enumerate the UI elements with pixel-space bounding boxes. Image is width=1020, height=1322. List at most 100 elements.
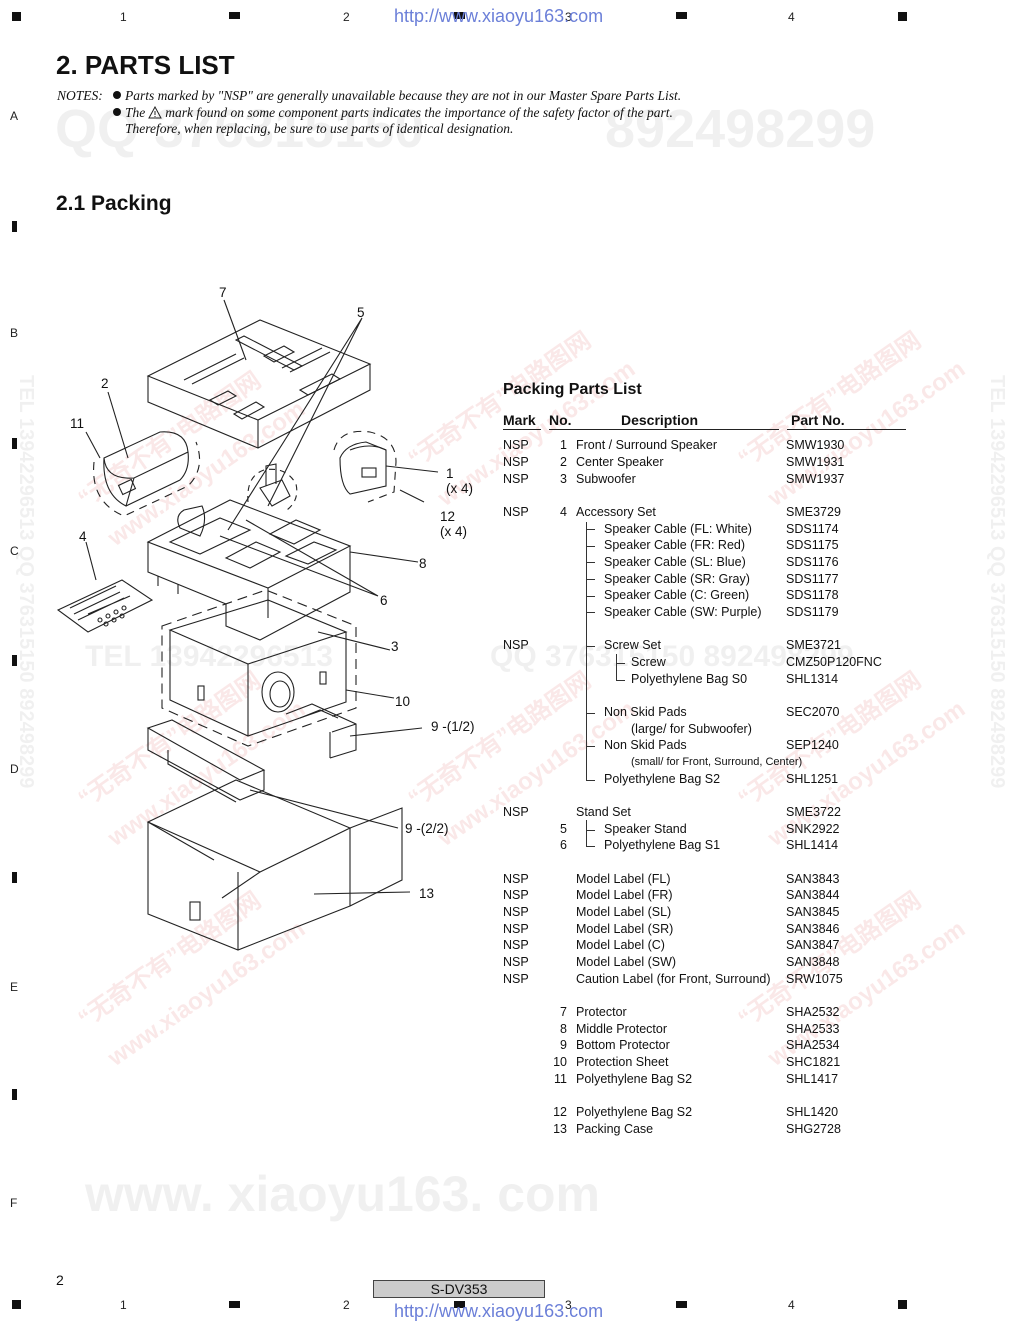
table-row: (small/ for Front, Surround, Center) xyxy=(503,756,923,773)
cell-no: 13 xyxy=(553,1122,567,1136)
cell-part-no: SEC2070 xyxy=(786,705,840,719)
cell-description: Non Skid Pads xyxy=(604,738,687,752)
packing-exploded-diagram xyxy=(56,299,439,951)
cell-no: 11 xyxy=(554,1072,567,1086)
grid-marker xyxy=(454,12,465,19)
cell-description: Model Label (SW) xyxy=(576,955,677,969)
cell-part-no: SHG2728 xyxy=(786,1122,841,1136)
cell-part-no: SHL1251 xyxy=(786,772,839,786)
cell-mark: NSP xyxy=(503,438,529,452)
cell-description: Screw Set xyxy=(604,638,661,652)
side-letter-a: A xyxy=(10,109,19,123)
cell-no: 5 xyxy=(560,822,567,836)
cell-no: 6 xyxy=(560,838,567,852)
cell-description: Bottom Protector xyxy=(576,1038,670,1052)
grid-marker xyxy=(12,1300,21,1309)
cell-description: Speaker Cable (SR: Gray) xyxy=(604,572,750,586)
table-row: Speaker Cable (SR: Gray)SDS1177 xyxy=(503,572,923,589)
cell-no: 7 xyxy=(560,1005,567,1019)
tree-connector xyxy=(586,820,587,846)
cell-part-no: SDS1179 xyxy=(786,605,839,619)
cell-no: 4 xyxy=(560,505,567,519)
side-letter-e: E xyxy=(10,980,19,994)
cell-part-no: SHL1417 xyxy=(786,1072,839,1086)
cell-description: Speaker Cable (FL: White) xyxy=(604,522,752,536)
cell-description: Protector xyxy=(576,1005,627,1019)
callout-13: 13 xyxy=(419,886,435,901)
section-title: 2.1 Packing xyxy=(56,192,172,215)
cell-description: Subwoofer xyxy=(576,472,636,486)
note-line-1: Parts marked by "NSP" are generally unav… xyxy=(113,88,681,105)
tree-connector xyxy=(586,522,587,613)
cell-mark: NSP xyxy=(503,472,529,486)
grid-marker xyxy=(898,1300,907,1309)
watermark-www: www. xiaoyu163. com xyxy=(85,1166,601,1222)
side-marker xyxy=(12,438,17,449)
grid-number: 2 xyxy=(343,10,350,24)
cell-part-no: SHL1314 xyxy=(786,672,839,686)
callout-7: 7 xyxy=(219,285,227,300)
cell-part-no: SDS1174 xyxy=(786,522,839,536)
col-header-part-no: Part No. xyxy=(787,412,906,430)
table-row: 6 Polyethylene Bag S1 SHL1414 xyxy=(503,838,923,855)
side-letter-d: D xyxy=(10,762,19,776)
col-header-no-label: No. xyxy=(549,412,572,428)
cell-part-no: SAN3844 xyxy=(786,888,840,902)
cell-part-no: SHA2534 xyxy=(786,1038,840,1052)
parts-list-title: Packing Parts List xyxy=(503,381,642,398)
bullet-icon xyxy=(113,91,121,99)
cell-part-no: SHL1414 xyxy=(786,838,839,852)
grid-number: 4 xyxy=(788,1298,795,1312)
grid-marker xyxy=(229,1301,240,1308)
table-row: Speaker Cable (C: Green)SDS1178 xyxy=(503,588,923,605)
table-row: Speaker Cable (SL: Blue) SDS1176 xyxy=(503,555,923,572)
tree-tick xyxy=(586,846,595,847)
cell-part-no: SHL1420 xyxy=(786,1105,839,1119)
cell-part-no: SDS1176 xyxy=(786,555,839,569)
callout-5: 5 xyxy=(357,305,365,320)
col-header-description: Description xyxy=(621,412,699,428)
tree-tick xyxy=(586,646,595,647)
cell-description: Polyethylene Bag S1 xyxy=(604,838,721,852)
tree-tick xyxy=(586,562,595,563)
cell-part-no: SMW1931 xyxy=(786,455,845,469)
cell-part-no: SAN3845 xyxy=(786,905,840,919)
model-number: S-DV353 xyxy=(373,1280,545,1298)
callout-1: 1 xyxy=(446,466,454,481)
tree-tick xyxy=(586,746,595,747)
url-top[interactable]: http://www.xiaoyu163.com xyxy=(394,6,604,26)
callout-1-qty: (x 4) xyxy=(446,481,473,496)
callout-12-qty: (x 4) xyxy=(440,524,467,539)
cell-no: 1 xyxy=(560,438,567,452)
cell-part-no: SME3722 xyxy=(786,805,841,819)
cell-part-no: SNK2922 xyxy=(786,822,840,836)
cell-description: Model Label (FR) xyxy=(576,888,673,902)
protector-top xyxy=(146,319,372,421)
watermark-side-right: TEL 13942296513 QQ 376315150 892498299 xyxy=(986,375,1008,789)
cell-part-no: SMW1930 xyxy=(786,438,845,452)
cell-description: Speaker Cable (SL: Blue) xyxy=(604,555,746,569)
grid-number: 3 xyxy=(565,10,572,24)
note-text: The xyxy=(125,104,146,120)
url-bottom[interactable]: http://www.xiaoyu163.com xyxy=(394,1301,604,1321)
cell-description: Packing Case xyxy=(576,1122,654,1136)
cell-description: Non Skid Pads xyxy=(604,705,687,719)
cell-description: Speaker Cable (FR: Red) xyxy=(604,538,746,552)
note-line-3: Therefore, when replacing, be sure to us… xyxy=(125,121,514,136)
cell-mark: NSP xyxy=(503,955,529,969)
cell-no: 12 xyxy=(553,1105,567,1119)
side-marker xyxy=(12,655,17,666)
cell-description: Model Label (C) xyxy=(576,938,665,952)
